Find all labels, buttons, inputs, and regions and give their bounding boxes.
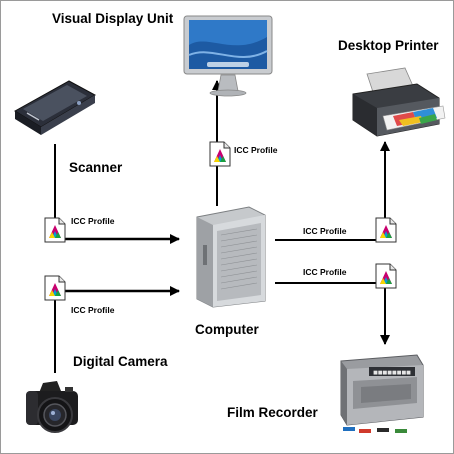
icc-profile-label-display: ICC Profile (234, 145, 278, 155)
scanner-label: Scanner (69, 160, 123, 175)
monitor-icon (183, 15, 273, 97)
tower-computer-icon (191, 205, 269, 309)
icc-profile-icon-printer (375, 217, 397, 243)
scanner-icon (9, 71, 99, 139)
icc-profile-label-camera: ICC Profile (71, 305, 115, 315)
computer-label: Computer (195, 322, 259, 337)
camera-label: Digital Camera (73, 354, 168, 369)
icc-profile-label-scanner: ICC Profile (71, 216, 115, 226)
svg-text:■■■■■■■■: ■■■■■■■■ (373, 370, 411, 376)
icc-profile-label-printer: ICC Profile (303, 226, 347, 236)
printer-icon (347, 66, 447, 142)
display-label: Visual Display Unit (52, 11, 174, 26)
film-recorder-icon: ■■■■■■■■ (331, 347, 427, 435)
icc-profile-icon-film-recorder (375, 263, 397, 289)
camera-icon (23, 375, 83, 439)
printer-label: Desktop Printer (338, 38, 439, 53)
icc-profile-icon-display (209, 141, 231, 167)
icc-profile-icon-scanner (44, 217, 66, 243)
icc-profile-label-film-recorder: ICC Profile (303, 267, 347, 277)
film-recorder-label: Film Recorder (227, 405, 318, 420)
icc-profile-icon-camera (44, 275, 66, 301)
